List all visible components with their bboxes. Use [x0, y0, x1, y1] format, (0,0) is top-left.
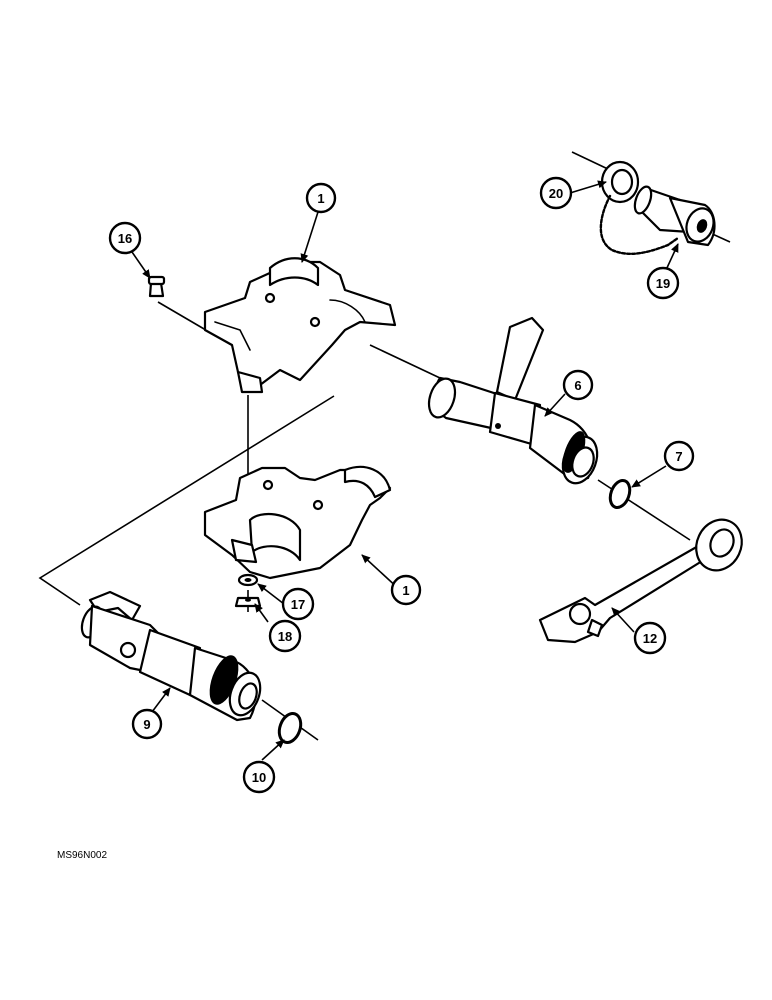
washer-and-nut	[234, 573, 262, 608]
svg-text:7: 7	[675, 449, 682, 464]
svg-text:9: 9	[143, 717, 150, 732]
dust-cap	[600, 160, 640, 204]
callout-1-lower: 1	[390, 574, 422, 606]
callout-1: 1	[305, 182, 337, 214]
svg-text:16: 16	[118, 231, 132, 246]
svg-text:1: 1	[317, 191, 324, 206]
callout-6: 6	[562, 369, 594, 401]
wrench	[538, 518, 743, 644]
callout-10: 10	[242, 760, 276, 794]
callout-9: 9	[131, 708, 163, 740]
screw	[147, 275, 166, 298]
svg-text:17: 17	[291, 597, 305, 612]
svg-text:18: 18	[278, 629, 292, 644]
o-ring-lower	[277, 711, 303, 745]
svg-text:6: 6	[574, 378, 581, 393]
svg-text:12: 12	[643, 631, 657, 646]
callout-12: 12	[633, 621, 667, 655]
plug-with-chain	[599, 185, 716, 255]
callout-20: 20	[539, 176, 573, 210]
callout-7: 7	[663, 440, 695, 472]
callout-18: 18	[268, 619, 302, 653]
o-ring-upper	[608, 478, 632, 510]
svg-text:10: 10	[252, 770, 266, 785]
svg-text:20: 20	[549, 186, 563, 201]
drawing-code: MS96N002	[57, 850, 107, 861]
lower-clamp-half	[203, 465, 392, 580]
svg-text:1: 1	[402, 583, 409, 598]
callout-17: 17	[281, 587, 315, 621]
coupler-with-lever	[427, 316, 599, 485]
callout-16: 16	[108, 221, 142, 255]
svg-text:19: 19	[656, 276, 670, 291]
lower-coupler	[80, 590, 262, 722]
callout-19: 19	[646, 266, 680, 300]
upper-clamp-half	[203, 257, 397, 394]
